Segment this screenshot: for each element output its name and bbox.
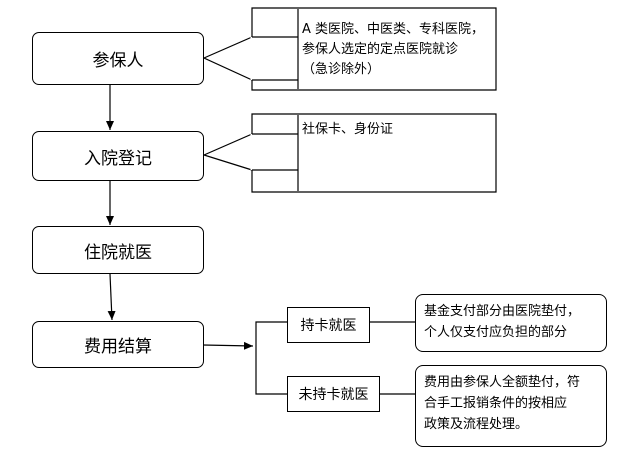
note-with-card: 基金支付部分由医院垫付， 个人仅支付应负担的部分 [415, 294, 607, 352]
branch-with-card: 持卡就医 [287, 307, 370, 343]
branch-bracket [255, 321, 287, 395]
branch-without-card-label: 未持卡就医 [298, 387, 369, 403]
branch-without-card: 未持卡就医 [287, 376, 380, 412]
step-hospitalization: 住院就医 [32, 226, 204, 274]
step-hospitalization-label: 住院就医 [84, 242, 152, 263]
branch-with-card-label: 持卡就医 [300, 318, 357, 334]
note-without-card: 费用由参保人全额垫付，符 合手工报销条件的按相应 政策及流程处理。 [415, 365, 607, 447]
step-settlement: 费用结算 [32, 321, 204, 368]
note-documents: 社保卡、身份证 [302, 122, 394, 137]
step-insured-person-label: 参保人 [92, 51, 144, 71]
arrow-to-branch [202, 341, 254, 350]
step-admission-label: 入院登记 [84, 148, 152, 169]
step-admission: 入院登记 [32, 131, 204, 181]
arrow-3-to-4 [107, 273, 116, 321]
note-hospitals: A 类医院、中医类、专科医院， 参保人选定的定点医院就诊 （急诊除外） [302, 22, 485, 77]
step-settlement-label: 费用结算 [84, 337, 152, 357]
step-insured-person: 参保人 [32, 32, 204, 85]
